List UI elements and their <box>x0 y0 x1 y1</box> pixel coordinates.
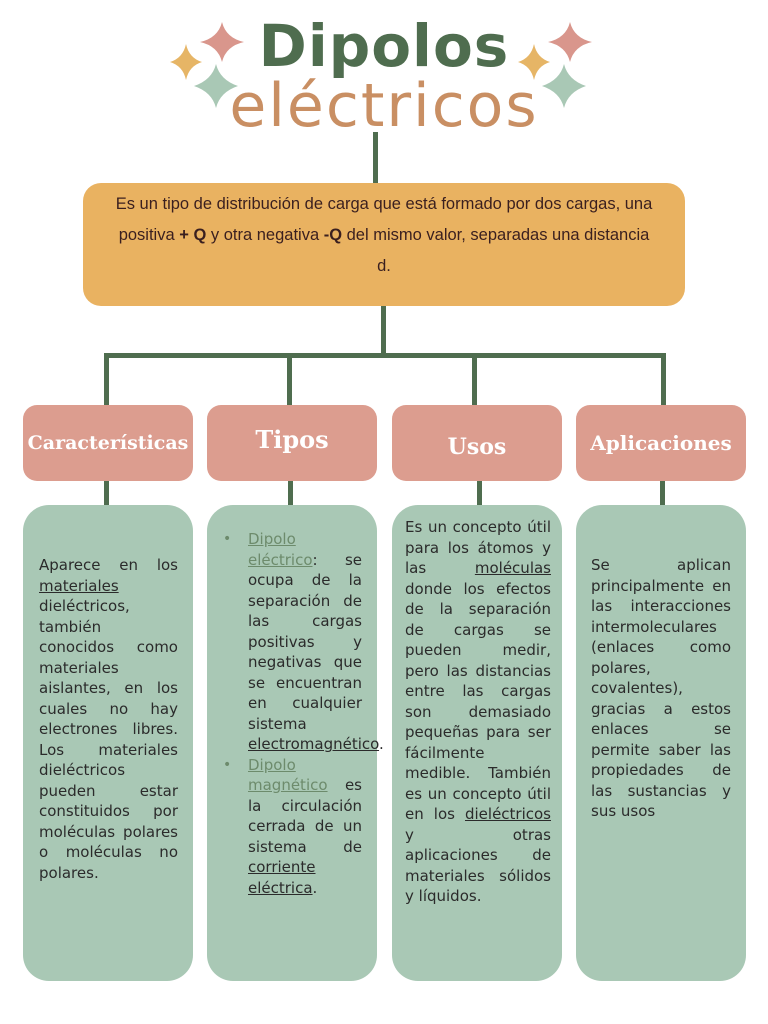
star-green-icon <box>194 64 238 108</box>
usos-text-2: donde los efectos de la separación de ca… <box>405 580 551 824</box>
tipos-list-item: •Dipolo magnético es la circulación cerr… <box>215 755 362 899</box>
connector-definition-to-branches <box>381 306 386 356</box>
title-line-2: eléctricos <box>0 66 768 146</box>
sparkle-stars-right-icon <box>508 18 618 118</box>
connector-horizontal-branch <box>104 353 666 358</box>
card-aplicaciones: Se aplican principalmente en las interac… <box>576 505 746 981</box>
connector-branch-3 <box>472 353 477 407</box>
heading-usos: Usos <box>392 405 562 481</box>
heading-tipos: Tipos <box>207 405 377 481</box>
moleculas-link[interactable]: moléculas <box>475 559 551 577</box>
heading-caracteristicas: Características <box>23 405 193 481</box>
caracteristicas-text-2: dieléctricos, también conocidos como mat… <box>39 597 178 882</box>
star-green-icon <box>542 64 586 108</box>
connector-branch-2 <box>287 353 292 407</box>
connector-branch-1 <box>104 353 109 407</box>
dipolo-magnetico-link[interactable]: Dipolo magnético <box>248 756 328 795</box>
bullet-icon: • <box>223 755 231 776</box>
tipos-item1-end: . <box>379 735 384 753</box>
tipos-list-item: • Dipolo eléctrico: se ocupa de la separa… <box>215 529 362 755</box>
caracteristicas-text-1: Aparece en los <box>39 556 178 574</box>
heading-tipos-label: Tipos <box>255 425 328 454</box>
definition-text-2: y otra negativa <box>206 226 323 244</box>
connector-card-4 <box>660 480 665 507</box>
connector-title-to-definition <box>373 132 378 184</box>
tipos-list: • Dipolo eléctrico: se ocupa de la separa… <box>215 529 362 898</box>
connector-branch-4 <box>661 353 666 407</box>
heading-aplicaciones: Aplicaciones <box>576 405 746 481</box>
card-tipos: • Dipolo eléctrico: se ocupa de la separa… <box>207 505 377 981</box>
card-usos: Es un concepto útil para los átomos y la… <box>392 505 562 981</box>
connector-card-3 <box>477 480 482 507</box>
star-orange-icon <box>518 44 550 80</box>
dipolo-electrico-link[interactable]: Dipolo eléctrico <box>248 530 313 569</box>
tipos-item2-end: . <box>313 879 318 897</box>
connector-card-1 <box>104 480 109 507</box>
definition-text-3: del mismo valor, separadas una distancia… <box>342 226 649 275</box>
star-orange-icon <box>170 44 202 80</box>
connector-card-2 <box>288 480 293 507</box>
bullet-icon: • <box>223 529 231 550</box>
definition-box: Es un tipo de distribución de carga que … <box>83 183 685 306</box>
dielectricos-link[interactable]: dieléctricos <box>465 805 551 823</box>
heading-aplicaciones-label: Aplicaciones <box>590 431 731 455</box>
card-caracteristicas: Aparece en los materiales dieléctricos, … <box>23 505 193 981</box>
heading-usos-label: Usos <box>448 434 507 460</box>
heading-caracteristicas-label: Características <box>28 432 189 454</box>
positive-charge-label: + Q <box>179 226 206 244</box>
usos-text-3: y otras aplicaciones de materiales sólid… <box>405 826 551 906</box>
electromagnetico-link[interactable]: electromagnético <box>248 735 379 753</box>
materiales-link[interactable]: materiales <box>39 577 119 595</box>
star-pink-icon <box>200 22 244 62</box>
aplicaciones-text: Se aplican principalmente en las interac… <box>591 556 731 820</box>
corriente-electrica-link[interactable]: corriente eléctrica <box>248 858 316 897</box>
negative-charge-label: -Q <box>324 226 342 244</box>
tipos-item1-text: : se ocupa de la separación de las carga… <box>248 551 362 733</box>
star-pink-icon <box>548 22 592 62</box>
sparkle-stars-left-icon <box>160 18 270 118</box>
